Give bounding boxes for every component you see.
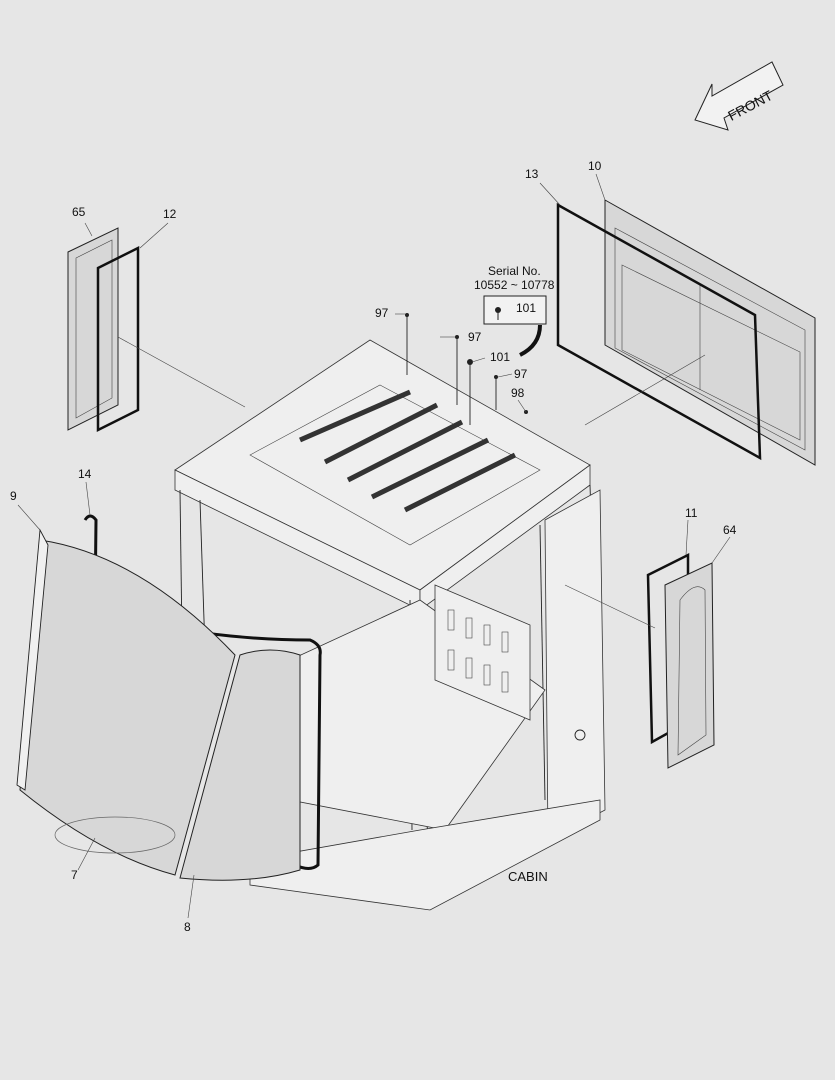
callout-10: 10 (588, 159, 602, 173)
cabin-caption: CABIN (508, 869, 548, 884)
callout-labels: 65 12 13 10 97 97 101 97 98 14 9 11 64 7… (10, 159, 737, 934)
callout-14: 14 (78, 467, 92, 481)
serial-range: 10552 ~ 10778 (474, 278, 555, 292)
left-glass-seal (96, 245, 140, 433)
serial-part-number: 101 (516, 301, 536, 315)
cabin-frame (174, 339, 606, 911)
front-glass-seal (83, 514, 322, 870)
front-glass-frame (16, 528, 49, 791)
rear-panel-slots (447, 609, 509, 693)
left-rear-glass (67, 227, 119, 431)
callout-97-a: 97 (375, 306, 389, 320)
callout-65: 65 (72, 205, 86, 219)
callout-8: 8 (184, 920, 191, 934)
callout-64: 64 (723, 523, 737, 537)
callout-97-b: 97 (468, 330, 482, 344)
front-lower-glass (179, 649, 301, 881)
leader-lines (17, 173, 731, 919)
callout-98: 98 (511, 386, 525, 400)
rear-glass (604, 199, 816, 466)
roof-ribs (299, 389, 517, 513)
rear-glass-seal (556, 202, 762, 461)
callout-7: 7 (71, 868, 78, 882)
serial-box: Serial No. 10552 ~ 10778 101 (474, 264, 555, 357)
front-upper-glass (19, 539, 236, 876)
serial-title: Serial No. (488, 264, 541, 278)
callout-11: 11 (685, 506, 698, 520)
callout-13: 13 (525, 167, 539, 181)
callout-101: 101 (490, 350, 510, 364)
callout-9: 9 (10, 489, 17, 503)
callout-97-c: 97 (514, 367, 528, 381)
front-direction-arrow: FRONT (694, 61, 784, 131)
callout-12: 12 (163, 207, 177, 221)
right-side-glass (664, 562, 715, 769)
